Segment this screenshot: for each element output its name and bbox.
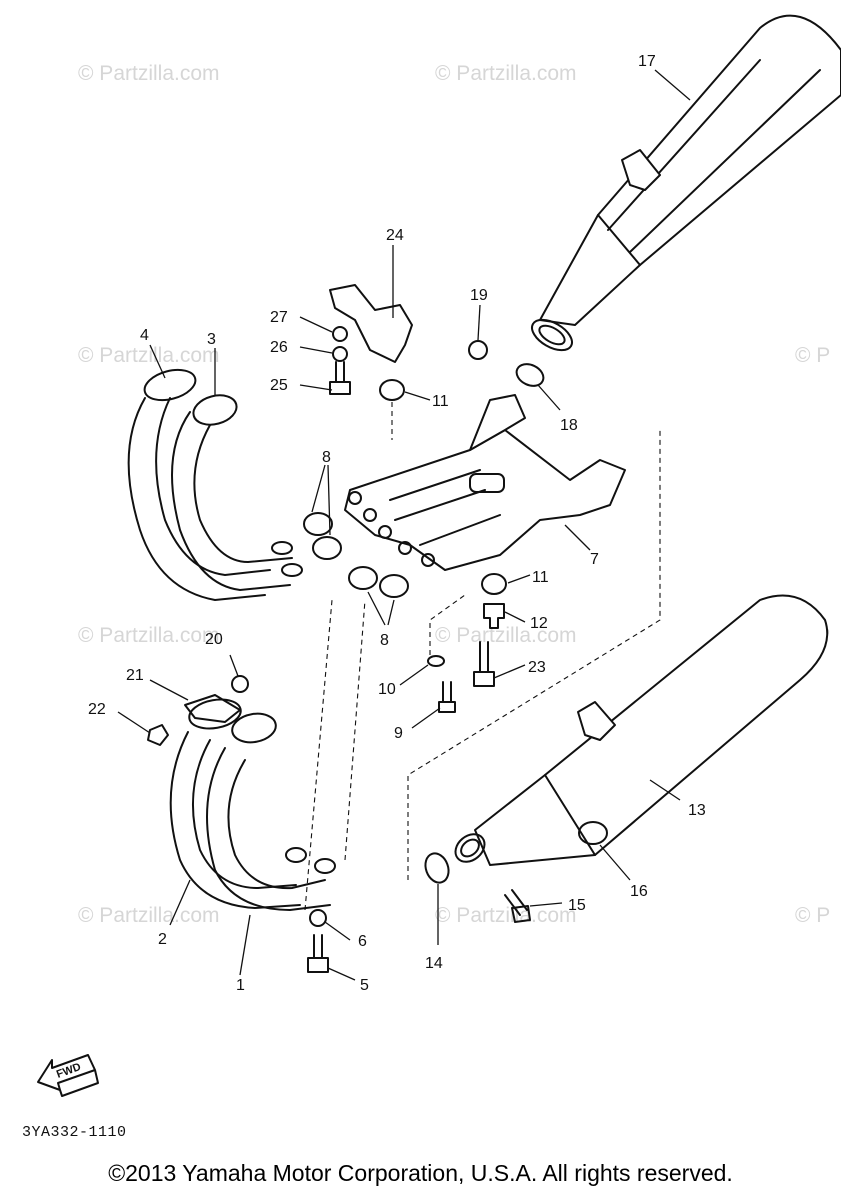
part-14-gasket (424, 852, 450, 884)
watermark: © Partzilla.com (435, 904, 577, 927)
callout-19: 19 (470, 287, 488, 304)
part-10-washer (427, 655, 445, 667)
part-5-bolt (307, 934, 329, 973)
watermark: © Partzilla.com (78, 904, 220, 927)
leader-lines (117, 69, 691, 981)
watermark: © Partzilla.com (78, 624, 220, 647)
callout-11-lower: 11 (532, 569, 549, 586)
exhaust-pipes-1-2 (169, 698, 336, 911)
watermark: © Partzilla.com (435, 62, 577, 85)
part-9-bolt (438, 681, 456, 713)
collector-7 (344, 394, 626, 571)
callout-3: 3 (207, 331, 216, 348)
callout-16: 16 (630, 883, 648, 900)
muffler-right-upper (531, 14, 841, 352)
part-12-collar (483, 603, 505, 629)
callout-17: 17 (638, 53, 656, 70)
callout-26: 26 (270, 339, 288, 356)
callout-24: 24 (386, 227, 404, 244)
part-16-damper (578, 821, 608, 845)
fwd-arrow-icon: FWD (37, 1054, 99, 1097)
callout-15: 15 (568, 897, 586, 914)
part-11-damper (481, 573, 507, 595)
part-24-bracket (329, 284, 413, 363)
callout-8-upper: 8 (322, 449, 331, 466)
callout-18: 18 (560, 417, 578, 434)
watermark-edge: © P (795, 904, 830, 927)
part-18-gasket (515, 363, 545, 387)
watermark: © Partzilla.com (78, 344, 220, 367)
callout-20: 20 (205, 631, 223, 648)
callout-10: 10 (378, 681, 396, 698)
copyright-notice: ©2013 Yamaha Motor Corporation, U.S.A. A… (108, 1160, 733, 1186)
part-8-gasket (312, 536, 342, 560)
callout-25: 25 (270, 377, 288, 394)
part-26-washer (332, 346, 348, 362)
watermark: © Partzilla.com (78, 62, 220, 85)
part-25-bolt (329, 361, 351, 395)
part-27-nut (332, 326, 348, 342)
part-19-nut (468, 340, 488, 360)
watermark-edge: © P (795, 344, 830, 367)
callouts: 17 24 19 27 26 25 4 3 11 18 8 7 11 8 12 … (88, 53, 706, 994)
part-15-bolt (504, 889, 531, 923)
part-22-nut (147, 724, 169, 746)
callout-4: 4 (140, 327, 149, 344)
exhaust-pipes-3-4 (127, 368, 303, 601)
callout-8-lower: 8 (380, 632, 389, 649)
callout-21: 21 (126, 667, 144, 684)
callout-23: 23 (528, 659, 546, 676)
callout-2: 2 (158, 931, 167, 948)
part-23-bolt (473, 641, 495, 687)
part-11-damper (379, 379, 405, 401)
callout-7: 7 (590, 551, 599, 568)
diagram-code: 3YA332-1110 (22, 1124, 127, 1141)
part-20-gasket (231, 675, 249, 693)
callout-22: 22 (88, 701, 106, 718)
callout-9: 9 (394, 725, 403, 742)
callout-14: 14 (425, 955, 443, 972)
part-8-gasket (379, 574, 409, 598)
callout-11-upper: 11 (432, 393, 449, 410)
assembly-lines (304, 402, 661, 911)
part-6-nut (309, 909, 327, 927)
callout-27: 27 (270, 309, 288, 326)
watermark: © Partzilla.com (435, 624, 577, 647)
callout-5: 5 (360, 977, 369, 994)
part-21-flange (184, 694, 241, 723)
muffler-left-lower (454, 594, 829, 866)
callout-1: 1 (236, 977, 245, 994)
callout-6: 6 (358, 933, 367, 950)
part-8-gasket (348, 566, 378, 590)
part-8-gasket (303, 512, 333, 536)
callout-13: 13 (688, 802, 706, 819)
callout-12: 12 (530, 615, 548, 632)
